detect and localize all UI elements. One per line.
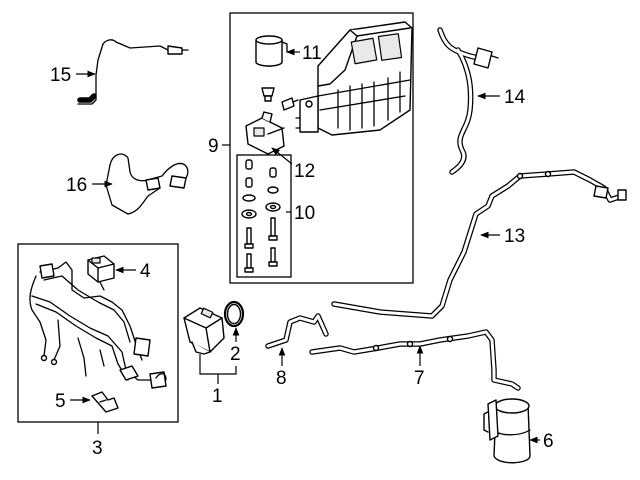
part-16-sensor-harness[interactable] bbox=[105, 153, 189, 215]
part-1-pressure-sensor[interactable] bbox=[183, 307, 225, 355]
part-9-evap-canister[interactable] bbox=[295, 21, 413, 136]
callout-7: 7 bbox=[414, 368, 425, 389]
part-11-canister-filter[interactable] bbox=[255, 35, 288, 67]
callout-16: 16 bbox=[66, 175, 87, 196]
part-7-fuel-line[interactable] bbox=[309, 329, 521, 391]
part-2-seal-ring[interactable] bbox=[223, 300, 245, 328]
callout-14: 14 bbox=[504, 87, 526, 108]
part-3-harness-assembly[interactable] bbox=[29, 261, 167, 389]
callout-5: 5 bbox=[55, 391, 66, 412]
callout-10: 10 bbox=[294, 203, 315, 224]
callout-13: 13 bbox=[504, 226, 525, 247]
part-14-vent-hose[interactable] bbox=[437, 27, 499, 175]
callout-1: 1 bbox=[212, 386, 223, 407]
part-10-hardware-kit[interactable] bbox=[241, 159, 281, 273]
part-15-sensor-harness[interactable] bbox=[77, 39, 189, 105]
part-8-tube[interactable] bbox=[265, 313, 329, 349]
callout-15: 15 bbox=[50, 65, 71, 86]
hardware-group-box bbox=[236, 154, 292, 278]
callout-2: 2 bbox=[230, 344, 241, 365]
fitting-cap bbox=[261, 87, 275, 102]
callout-6: 6 bbox=[543, 431, 554, 452]
fitting-screw bbox=[281, 97, 299, 111]
callout-3: 3 bbox=[92, 438, 103, 459]
callout-9: 9 bbox=[208, 136, 219, 157]
part-12-purge-valve[interactable] bbox=[245, 111, 285, 155]
callout-8: 8 bbox=[276, 368, 287, 389]
callout-12: 12 bbox=[294, 161, 315, 182]
leaders bbox=[70, 48, 540, 444]
part-6-reservoir[interactable] bbox=[483, 398, 531, 464]
part-5-bracket[interactable] bbox=[91, 391, 119, 413]
callout-4: 4 bbox=[140, 261, 151, 282]
callout-11: 11 bbox=[302, 43, 322, 64]
part-4-control-valve[interactable] bbox=[87, 255, 115, 291]
canister-group-box bbox=[229, 12, 414, 284]
part-13-vapor-line[interactable] bbox=[331, 169, 627, 319]
